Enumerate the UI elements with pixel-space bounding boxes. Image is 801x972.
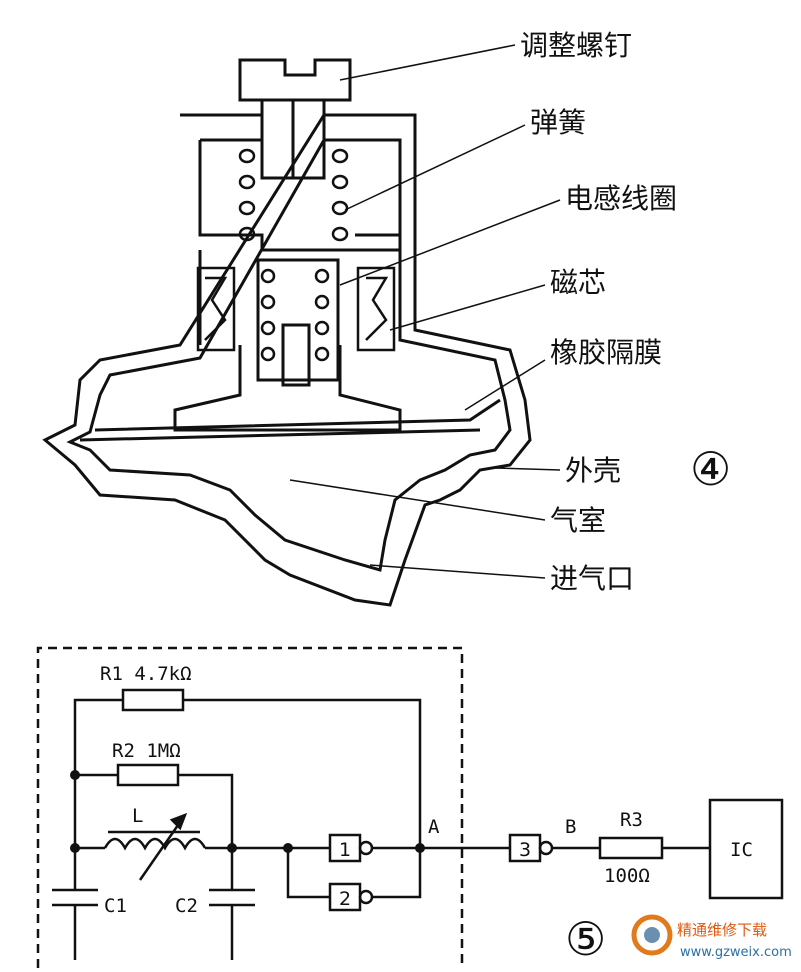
- pressure-sensor-drawing: [42, 58, 532, 607]
- label-adjust-screw: 调整螺钉: [520, 29, 632, 62]
- label-inductor-coil: 电感线圈: [565, 182, 677, 215]
- watermark-url: www.gzweix.com: [680, 945, 792, 960]
- ic-block: [708, 798, 784, 900]
- rubber-diaphragm: [173, 345, 402, 432]
- leader-lines: [289, 44, 561, 579]
- label-air-chamber: 气室: [550, 504, 606, 537]
- capacitor-c1: [52, 888, 98, 907]
- inductor-l: [103, 812, 207, 881]
- label-r3-value: 100Ω: [604, 865, 650, 887]
- sensor-housing-inner: [66, 138, 512, 572]
- label-node-a: A: [428, 816, 440, 838]
- dashed-enclosure: [36, 646, 464, 968]
- magnetic-core: [196, 266, 396, 352]
- figure-number-4: ④: [690, 442, 731, 496]
- label-node-b: B: [565, 816, 576, 838]
- resistor-r3: [598, 836, 664, 860]
- label-air-inlet: 进气口: [550, 562, 634, 595]
- label-spring: 弹簧: [530, 106, 586, 139]
- label-gate-3: 3: [519, 839, 531, 861]
- resistor-r1: [121, 688, 185, 712]
- watermark-logo-icon: [631, 914, 673, 956]
- label-c1: C1: [104, 895, 127, 917]
- capacitor-c2: [209, 888, 255, 907]
- label-rubber-diaphragm: 橡胶隔膜: [550, 336, 662, 369]
- label-r3: R3: [620, 809, 643, 831]
- resistor-r2: [116, 763, 180, 787]
- label-housing: 外壳: [565, 454, 621, 487]
- spring: [238, 148, 349, 242]
- junction-dots: [70, 770, 425, 853]
- label-r2: R2 1MΩ: [112, 740, 181, 762]
- label-magnetic-core: 磁芯: [550, 266, 606, 299]
- label-ic: IC: [730, 839, 753, 861]
- watermark-text: 精通维修下载: [677, 921, 767, 939]
- label-gate-1: 1: [339, 839, 351, 861]
- label-r1: R1 4.7kΩ: [100, 663, 192, 685]
- sensor-housing-outer: [42, 113, 532, 607]
- label-inductor: L: [132, 805, 143, 827]
- label-gate-2: 2: [339, 888, 351, 910]
- circuit-schematic: [36, 646, 784, 968]
- figure-number-5: ⑤: [565, 912, 606, 966]
- watermark: 精通维修下载 www.gzweix.com: [631, 914, 792, 960]
- inductor-coil: [260, 268, 330, 362]
- label-c2: C2: [175, 895, 198, 917]
- adjust-screw: [238, 58, 352, 102]
